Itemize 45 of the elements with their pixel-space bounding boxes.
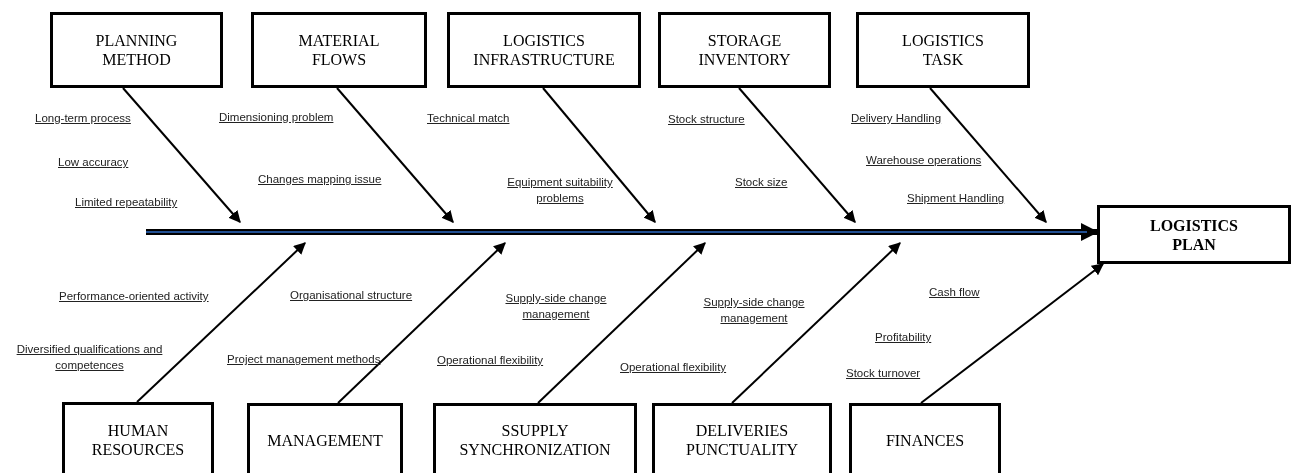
cause-label: Performance-oriented activity <box>59 289 209 304</box>
category-title: STORAGE INVENTORY <box>697 31 792 69</box>
cause-label: Supply-side change management <box>504 291 608 322</box>
category-title: MANAGEMENT <box>267 430 383 450</box>
category-box <box>856 12 1030 88</box>
category-box <box>251 12 427 88</box>
category-title: SSUPPLY SYNCHRONIZATION <box>459 421 611 459</box>
cause-label: Operational flexibility <box>437 353 544 368</box>
cause-label: Technical match <box>427 111 510 126</box>
cause-label: Diversified qualifications and competences <box>15 342 164 373</box>
category-title: FINANCES <box>885 430 965 450</box>
cause-label: Stock size <box>735 175 788 190</box>
cause-label: Long-term process <box>35 111 131 126</box>
category-box <box>447 12 641 88</box>
cause-label: Changes mapping issue <box>258 172 382 187</box>
category-box <box>247 403 403 473</box>
cause-label: Organisational structure <box>290 288 413 303</box>
cause-label: Equipment suitability problems <box>506 175 614 206</box>
cause-label: Shipment Handling <box>907 191 1005 206</box>
category-box <box>849 403 1001 473</box>
cause-label: Profitability <box>875 330 932 345</box>
cause-label: Supply-side change management <box>702 295 806 326</box>
category-title: LOGISTICS INFRASTRUCTURE <box>473 31 615 69</box>
category-box <box>433 403 637 473</box>
category-box <box>658 12 831 88</box>
category-title: PLANNING METHOD <box>94 31 179 69</box>
cause-label: Low accuracy <box>58 155 129 170</box>
cause-label: Cash flow <box>929 285 980 300</box>
cause-label: Warehouse operations <box>866 153 982 168</box>
effect-box <box>1097 205 1291 264</box>
cause-label: Delivery Handling <box>851 111 942 126</box>
cause-label: Stock turnover <box>846 366 921 381</box>
cause-label: Limited repeatability <box>75 195 178 210</box>
cause-label: Operational flexibility <box>620 360 727 375</box>
category-box <box>50 12 223 88</box>
category-box <box>652 403 832 473</box>
effect-title: LOGISTICS PLAN <box>1148 215 1239 254</box>
cause-label: Dimensioning problem <box>219 110 334 125</box>
category-title: LOGISTICS TASK <box>901 31 985 69</box>
category-title: MATERIAL FLOWS <box>297 31 381 69</box>
category-title: DELIVERIES PUNCTUALITY <box>685 421 799 459</box>
cause-label: Project management methods <box>227 352 381 367</box>
cause-label: Stock structure <box>668 112 745 127</box>
category-box <box>62 402 214 473</box>
category-title: HUMAN RESOURCES <box>91 420 185 459</box>
